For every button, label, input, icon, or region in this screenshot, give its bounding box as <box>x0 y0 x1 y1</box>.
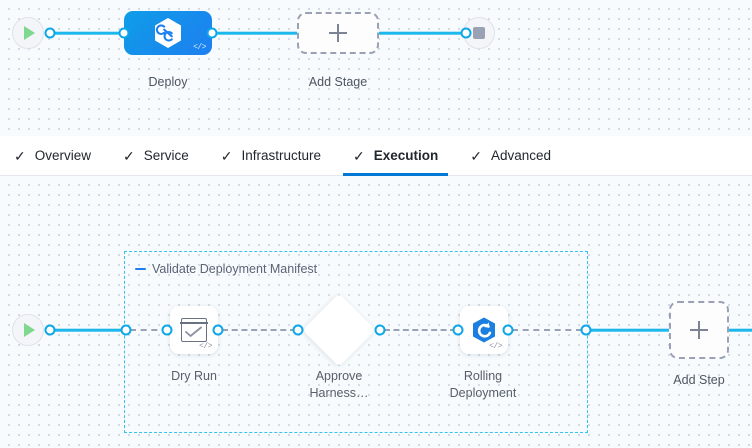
tab-advanced[interactable]: ✓ Advanced <box>454 136 567 176</box>
exec-start-port[interactable] <box>44 324 56 336</box>
connector-start-to-deploy <box>50 31 128 35</box>
tab-label: Overview <box>34 148 91 163</box>
tab-infrastructure[interactable]: ✓ Infrastructure <box>205 136 337 176</box>
add-stage-button[interactable] <box>297 12 379 54</box>
harness-hexagon-icon <box>155 18 181 48</box>
play-icon <box>24 323 35 337</box>
tab-label: Advanced <box>491 148 552 163</box>
stage-end-port[interactable] <box>460 27 472 39</box>
check-icon: ✓ <box>353 147 365 164</box>
stage-label-deploy: Deploy <box>148 75 188 89</box>
plus-icon <box>690 321 708 339</box>
stage-config-tabs: ✓ Overview ✓ Service ✓ Infrastructure ✓ … <box>0 136 752 176</box>
step-node-dry-run[interactable]: </> <box>170 306 218 354</box>
play-icon <box>24 26 35 40</box>
stage-deploy-out-port[interactable] <box>206 27 218 39</box>
plus-icon <box>329 24 347 42</box>
connector-rolling-to-exit <box>512 329 582 331</box>
check-icon: ✓ <box>14 147 26 164</box>
connector-dryrun-to-approve <box>222 329 296 331</box>
tab-overview[interactable]: ✓ Overview <box>0 136 107 176</box>
stage-node-deploy[interactable]: </> <box>124 11 212 55</box>
connector-start-to-group <box>50 328 126 332</box>
dry-run-out-port[interactable] <box>212 324 224 336</box>
stage-deploy-in-port[interactable] <box>118 27 130 39</box>
stage-start-port[interactable] <box>44 27 56 39</box>
rolling-in-port[interactable] <box>452 324 464 336</box>
step-label-approve-harness: Approve Harness… <box>309 369 369 400</box>
dry-run-in-port[interactable] <box>161 324 173 336</box>
connector-deploy-to-addstage <box>212 31 298 35</box>
tab-service[interactable]: ✓ Service <box>107 136 205 176</box>
rolling-deployment-icon <box>473 317 495 343</box>
group-entry-port[interactable] <box>120 324 132 336</box>
step-label-rolling-deployment: Rolling Deployment <box>449 369 517 400</box>
group-exit-port[interactable] <box>580 324 592 336</box>
tab-label: Infrastructure <box>241 148 322 163</box>
approve-in-port[interactable] <box>292 324 304 336</box>
code-badge-icon: </> <box>199 342 212 351</box>
add-step-label: Add Step <box>673 373 725 387</box>
collapse-dash-icon[interactable] <box>135 267 146 271</box>
connector-entry-to-dryrun <box>130 329 168 331</box>
check-icon: ✓ <box>220 147 233 164</box>
add-stage-label: Add Stage <box>308 75 368 89</box>
step-group-header[interactable]: Validate Deployment Manifest <box>135 262 317 276</box>
code-badge-icon: </> <box>193 43 206 52</box>
step-node-rolling-deployment[interactable]: </> <box>460 306 508 354</box>
tab-label: Service <box>143 148 189 163</box>
connector-addstep-trailing <box>729 328 752 332</box>
dry-run-window-check-icon <box>180 318 208 342</box>
execution-canvas[interactable]: Validate Deployment Manifest </> Dry Run <box>0 176 752 448</box>
connector-approve-to-rolling <box>384 329 456 331</box>
rolling-out-port[interactable] <box>502 324 514 336</box>
step-group-title: Validate Deployment Manifest <box>152 262 318 276</box>
exec-start-node[interactable] <box>12 314 44 346</box>
check-icon: ✓ <box>470 147 482 164</box>
connector-group-to-addstep <box>588 328 670 332</box>
stage-canvas[interactable]: </> Deploy Add Stage <box>0 0 752 136</box>
stage-start-node[interactable] <box>12 17 44 49</box>
approve-out-port[interactable] <box>374 324 386 336</box>
tab-execution[interactable]: ✓ Execution <box>337 136 454 176</box>
code-badge-icon: </> <box>489 342 502 351</box>
stop-icon <box>473 27 485 39</box>
tab-label: Execution <box>373 148 439 163</box>
check-icon: ✓ <box>123 147 135 164</box>
connector-addstage-to-end <box>379 31 466 35</box>
add-step-button[interactable] <box>669 301 729 359</box>
step-label-dry-run: Dry Run <box>171 369 217 383</box>
